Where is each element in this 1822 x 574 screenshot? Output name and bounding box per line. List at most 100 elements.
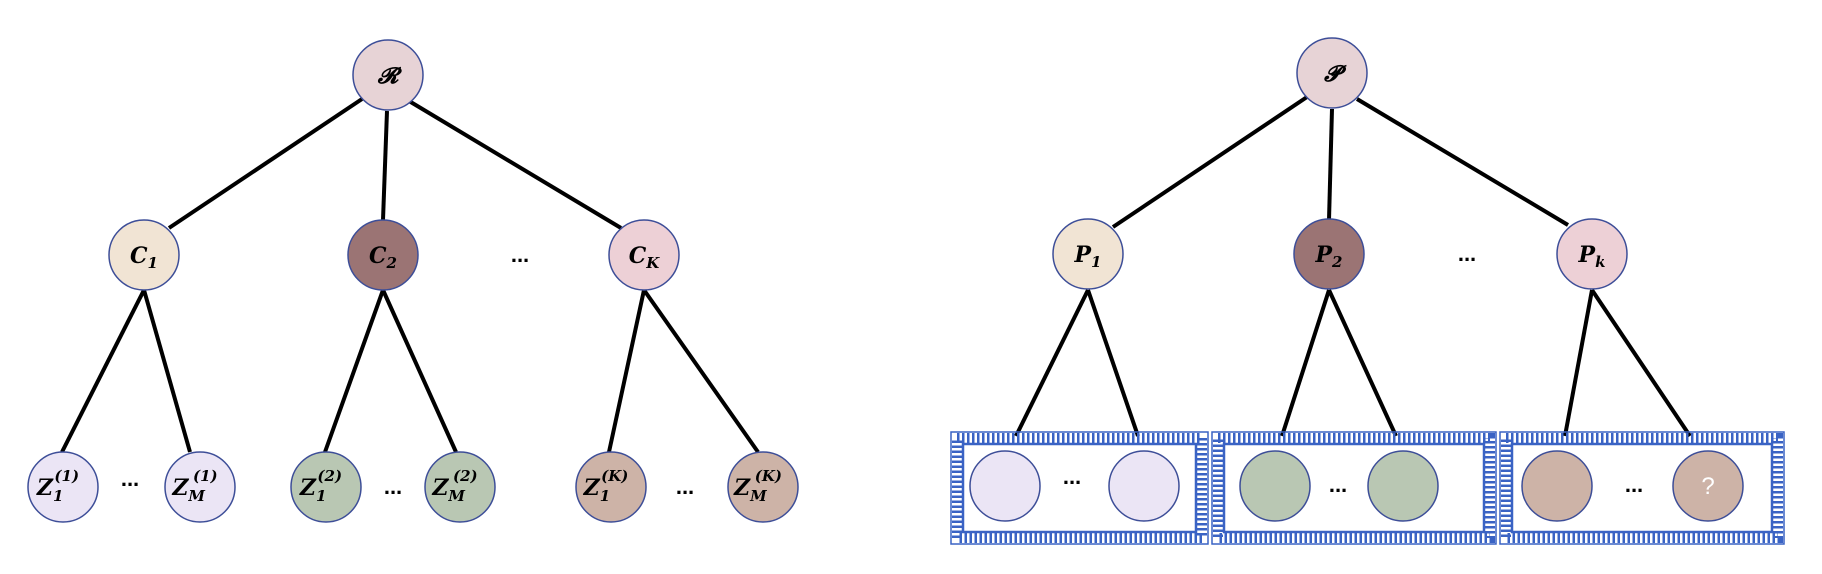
box-outer-border xyxy=(1499,431,1785,545)
child-node-c1: C1 xyxy=(108,219,180,291)
label-subscript: 1 xyxy=(148,254,158,272)
node-label: ZM (K) xyxy=(733,467,782,505)
node-label: Pk xyxy=(1578,242,1606,271)
edge xyxy=(1014,289,1090,437)
label-superscript: (2) xyxy=(453,467,478,485)
label-main: Z xyxy=(171,475,189,501)
label-subscript: M xyxy=(187,487,205,505)
edge xyxy=(167,97,364,230)
group-box-1 xyxy=(950,431,1209,545)
node-circle xyxy=(290,451,362,523)
leaf-node: ZM (1) xyxy=(164,451,236,523)
edge xyxy=(323,289,385,453)
edge xyxy=(1327,289,1398,437)
node-circle xyxy=(727,451,799,523)
leaf-node xyxy=(969,450,1041,522)
left-root-node: 𝓡 xyxy=(352,39,424,111)
label-subscript: M xyxy=(749,487,767,505)
leaf-node: Z1(K) xyxy=(575,451,647,523)
right-edges xyxy=(1014,95,1692,438)
leaf-ellipsis: ... xyxy=(676,474,694,499)
box-inner-border xyxy=(961,442,1198,534)
label-subscript: K xyxy=(645,254,660,272)
children-ellipsis: ... xyxy=(511,242,529,267)
label-subscript: 1 xyxy=(316,487,326,505)
box-outer-border xyxy=(1211,431,1497,545)
leaf-node: ZM(2) xyxy=(424,451,496,523)
label-superscript: (1) xyxy=(193,467,218,485)
node-circle xyxy=(347,219,419,291)
label-superscript: (2) xyxy=(317,467,342,485)
leaf-node: Z1 (1) xyxy=(27,451,99,523)
label-subscript: 1 xyxy=(1091,253,1101,271)
edge xyxy=(60,289,146,453)
left-edges xyxy=(60,97,760,454)
label-subscript: 1 xyxy=(53,487,63,505)
label-main: Z xyxy=(36,475,54,501)
edge xyxy=(1355,97,1570,227)
group-box-2 xyxy=(1211,431,1497,545)
edge xyxy=(381,110,389,221)
label-main: Z xyxy=(431,475,449,501)
leaf-node xyxy=(1239,450,1311,522)
leaf-node: Z1 (2) xyxy=(290,451,362,523)
leaf-ellipsis: ... xyxy=(1063,464,1081,489)
root-node-circle xyxy=(352,39,424,111)
edge xyxy=(1590,288,1692,438)
node-circle xyxy=(1052,218,1124,290)
unknown-leaf-node: ? xyxy=(1672,450,1744,522)
box-frame xyxy=(1213,433,1495,543)
leaf-ellipsis: ... xyxy=(121,466,139,491)
leaf-ellipsis: ... xyxy=(1625,472,1643,497)
node-circle xyxy=(27,451,99,523)
edge xyxy=(1111,95,1309,229)
label-main: P xyxy=(1578,242,1597,268)
edge xyxy=(381,289,458,453)
leaf-node xyxy=(1672,450,1744,522)
label-superscript: (1) xyxy=(54,467,79,485)
label-subscript: k xyxy=(1595,253,1605,271)
right-child-nodes: P1 P2 ... Pk xyxy=(1052,218,1628,290)
label-main: P xyxy=(1074,242,1093,268)
root-node-circle xyxy=(1296,37,1368,109)
node-label: C2 xyxy=(369,243,397,272)
child-node-ck: CK xyxy=(608,219,680,291)
label-superscript: (K) xyxy=(601,467,628,485)
node-circle xyxy=(164,451,236,523)
label-main: C xyxy=(629,243,647,269)
right-root-node: 𝓟 xyxy=(1296,37,1368,109)
right-leaf-nodes: ... ... ... ? xyxy=(969,450,1744,522)
child-node-p2: P2 xyxy=(1293,218,1365,290)
label-superscript: (K) xyxy=(755,467,782,485)
node-circle xyxy=(608,219,680,291)
label-main: Z xyxy=(733,475,751,501)
edge xyxy=(642,288,760,454)
box-frame xyxy=(1501,433,1783,543)
box-inner-border xyxy=(1510,442,1774,534)
child-node-p1: P1 xyxy=(1052,218,1124,290)
node-circle xyxy=(575,451,647,523)
child-node-c2: C2 xyxy=(347,219,419,291)
box-inner-border xyxy=(1222,442,1486,534)
edge xyxy=(607,289,646,453)
node-circle xyxy=(108,219,180,291)
group-box-3 xyxy=(1499,431,1785,545)
node-circle xyxy=(1556,218,1628,290)
node-label: ZM (1) xyxy=(171,467,217,505)
node-circle xyxy=(424,451,496,523)
box-frame xyxy=(952,433,1207,543)
label-subscript: 1 xyxy=(600,487,610,505)
node-label: Z1 (1) xyxy=(36,467,79,505)
leaf-ellipsis: ... xyxy=(1329,472,1347,497)
label-main: C xyxy=(369,243,387,269)
box-outer-border xyxy=(950,431,1209,545)
label-main: Z xyxy=(299,475,317,501)
edge xyxy=(407,99,623,230)
label-main: C xyxy=(130,243,148,269)
node-label: Z1 (2) xyxy=(299,467,342,505)
question-mark-label: ? xyxy=(1701,473,1714,500)
leaf-node xyxy=(1367,450,1439,522)
label-subscript: 2 xyxy=(386,254,397,272)
children-ellipsis: ... xyxy=(1458,241,1476,266)
